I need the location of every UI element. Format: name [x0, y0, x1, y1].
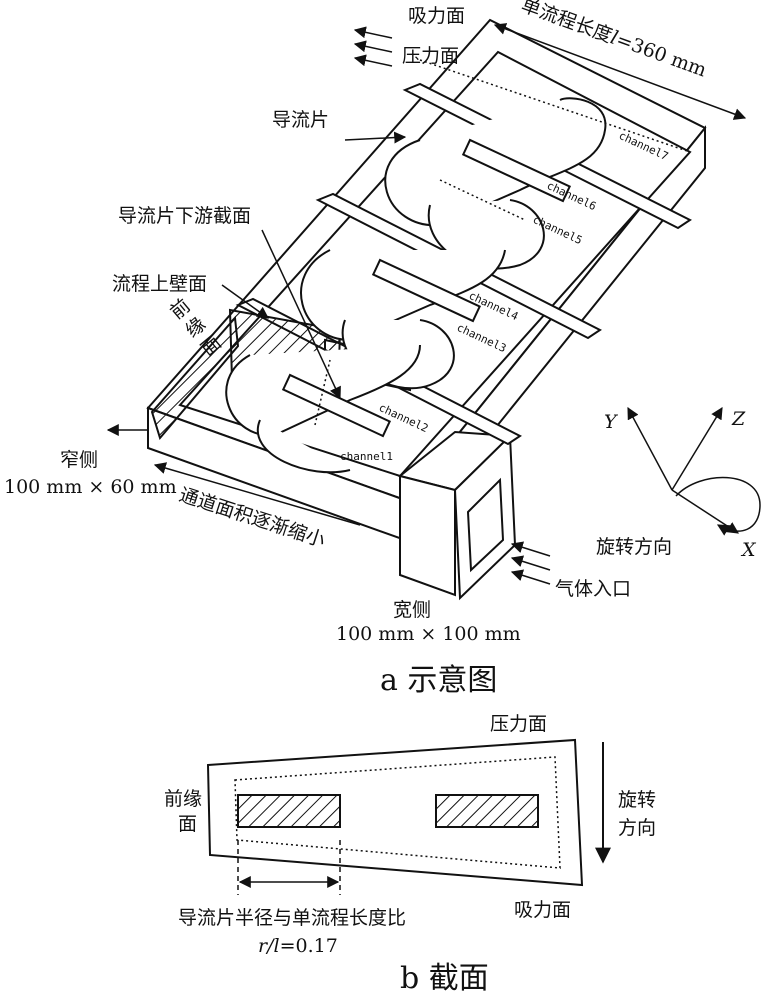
leading-edge-hatched [150, 315, 240, 441]
leader-arrows [106, 23, 747, 526]
label-ratio-value: r/l=0.17 [258, 935, 338, 957]
label-vane: 导流片 [272, 109, 329, 131]
label-narrow-side: 窄侧 [60, 449, 98, 471]
inlet-arrows [510, 541, 551, 585]
label-rotation-b1: 旋转 [618, 789, 656, 811]
label-leading-edge-a: 前 缘 面 [166, 295, 226, 361]
label-rotation-direction-a: 旋转方向 [596, 536, 672, 558]
coordinate-axes [627, 406, 761, 536]
label-suction-face-b: 吸力面 [514, 899, 571, 921]
label-wide-dims: 100 mm × 100 mm [336, 623, 521, 645]
label-leading-edge-b2: 面 [178, 813, 197, 835]
label-ratio: 导流片半径与单流程长度比 [178, 907, 406, 929]
gas-inlet-duct [397, 430, 517, 601]
label-upper-wall: 流程上壁面 [112, 273, 207, 295]
pressure-arrows [353, 26, 393, 67]
axis-label-x: X [740, 539, 757, 561]
label-pressure-face-a: 压力面 [402, 45, 459, 67]
cross-section-inner-dotted [234, 756, 561, 869]
channel-label-1: channel1 [340, 450, 393, 463]
caption-a: a 示意图 [380, 663, 497, 698]
axis-label-y: Y [604, 411, 619, 433]
caption-b: b 截面 [400, 961, 489, 996]
vane-section-right [435, 794, 539, 828]
vane-section-left [237, 794, 341, 828]
figure-a [106, 18, 761, 601]
label-suction-face-a: 吸力面 [408, 5, 465, 27]
label-narrow-dims: 100 mm × 60 mm [4, 476, 177, 498]
axis-label-z: Z [731, 408, 746, 430]
label-gas-inlet: 气体入口 [555, 578, 631, 600]
figure-b [206, 738, 611, 895]
label-rotation-b2: 方向 [618, 817, 656, 839]
label-pressure-face-b: 压力面 [490, 713, 547, 735]
cross-section-outline [206, 738, 584, 887]
label-leading-edge-b1: 前缘 [164, 788, 202, 810]
label-wide-side: 宽侧 [393, 599, 431, 621]
label-vane-downstream-section: 导流片下游截面 [118, 205, 251, 227]
